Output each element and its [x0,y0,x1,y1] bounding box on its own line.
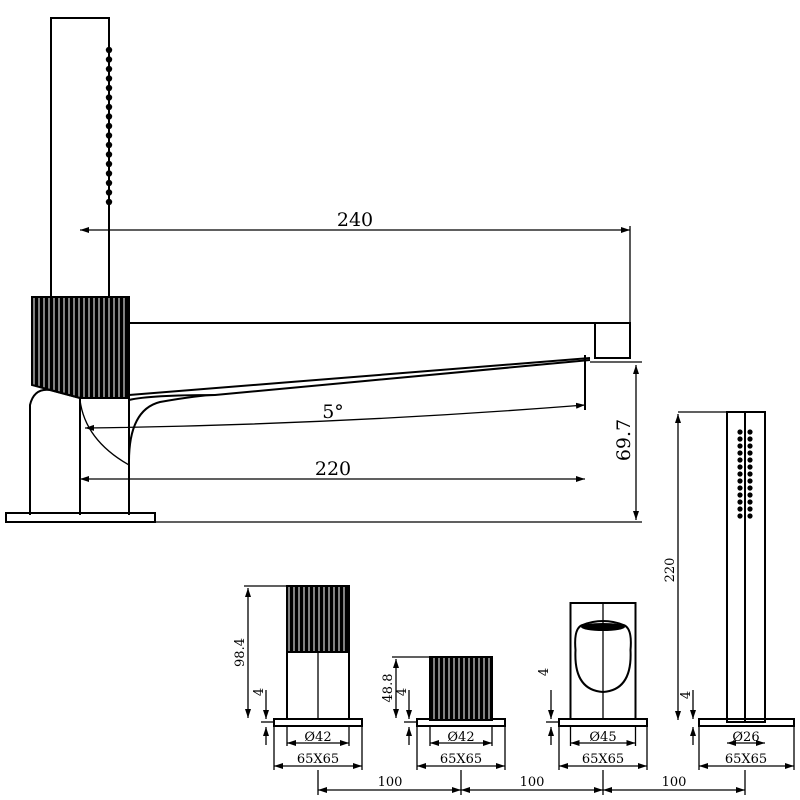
main-side-view: 240 5° 220 69.7 [5,17,642,523]
dim-offset-label: 4 [252,688,267,696]
spacing-1: 100 [378,775,403,790]
dim-base-label: 65X65 [297,752,339,767]
hand-shower-body [50,17,110,301]
dim-220-label: 220 [315,458,351,480]
svg-text:4: 4 [679,691,694,699]
dim-240-label: 240 [337,209,373,231]
spacing-dimensions: 100 100 100 [317,770,746,795]
dim-height-label: 98.4 [233,638,248,667]
spray-head-icon [737,429,753,519]
spout-bottom [128,357,591,396]
ribbed-handle [31,296,130,399]
svg-text:Ø26: Ø26 [732,730,759,745]
svg-text:65X65: 65X65 [725,752,767,767]
spout-top [129,322,631,359]
spacing-2: 100 [520,775,545,790]
dim-diameter-label: Ø42 [304,730,331,745]
base-plate [5,512,156,523]
spray-nozzles-icon [105,46,113,206]
dim-base-label: 65X65 [582,752,624,767]
spacing-3: 100 [662,775,687,790]
spout-outlet-curve [127,394,216,466]
dim-base-label: 65X65 [440,752,482,767]
dim-hand-shower-height: 220 [663,558,678,583]
valve-body [29,388,81,515]
dim-height-label: 48.8 [381,674,396,703]
dim-diameter-label: Ø45 [589,730,616,745]
dim-offset-label: 4 [395,688,410,696]
dim-diameter-label: Ø42 [447,730,474,745]
hand-shower-view: 220 [663,411,795,727]
dim-offset-label: 4 [537,668,552,676]
dim-angle-label: 5° [322,401,344,423]
dim-angle-arc [84,402,586,431]
dim-69-7-label: 69.7 [613,419,635,461]
